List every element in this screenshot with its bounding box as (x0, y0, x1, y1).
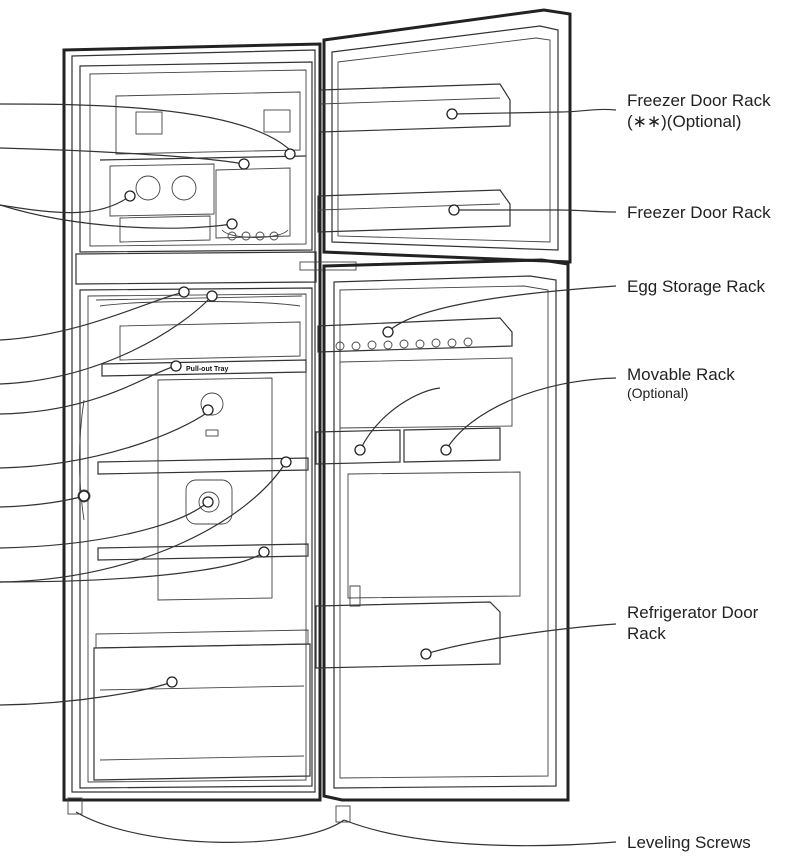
freezer-interior (99, 91, 307, 243)
left-leader-lines (0, 103, 291, 706)
leveling-screw-right (335, 805, 351, 823)
label-refrigerator-door-rack-line2: Rack (627, 624, 666, 643)
fridge-interior: Pull-out Tray (77, 295, 311, 781)
left-callout-dots (78, 148, 296, 688)
label-freezer-door-rack-optional-line2: (∗∗)(Optional) (627, 112, 742, 131)
label-movable-rack-sub: (Optional) (627, 385, 689, 401)
right-leader-lines (75, 108, 617, 847)
right-callout-dots (354, 108, 460, 660)
cabinet (62, 42, 322, 802)
label-refrigerator-door-rack-line1: Refrigerator Door (627, 603, 759, 622)
fridge-door (315, 258, 570, 802)
label-egg-storage-rack: Egg Storage Rack (627, 277, 765, 296)
label-freezer-door-rack-optional-line1: Freezer Door Rack (627, 91, 771, 110)
label-refrigerator-door-rack: Refrigerator Door Rack (627, 602, 758, 644)
label-movable-rack-title: Movable Rack (627, 365, 735, 384)
label-freezer-door-rack-optional: Freezer Door Rack (∗∗)(Optional) (627, 90, 771, 132)
label-freezer-door-rack: Freezer Door Rack (627, 203, 771, 222)
leveling-screw-left (67, 797, 83, 815)
freezer-door (317, 8, 572, 264)
label-movable-rack: Movable Rack (Optional) (627, 364, 735, 402)
label-leveling-screws: Leveling Screws (627, 833, 751, 852)
pull-out-tray-text: Pull-out Tray (186, 366, 229, 373)
